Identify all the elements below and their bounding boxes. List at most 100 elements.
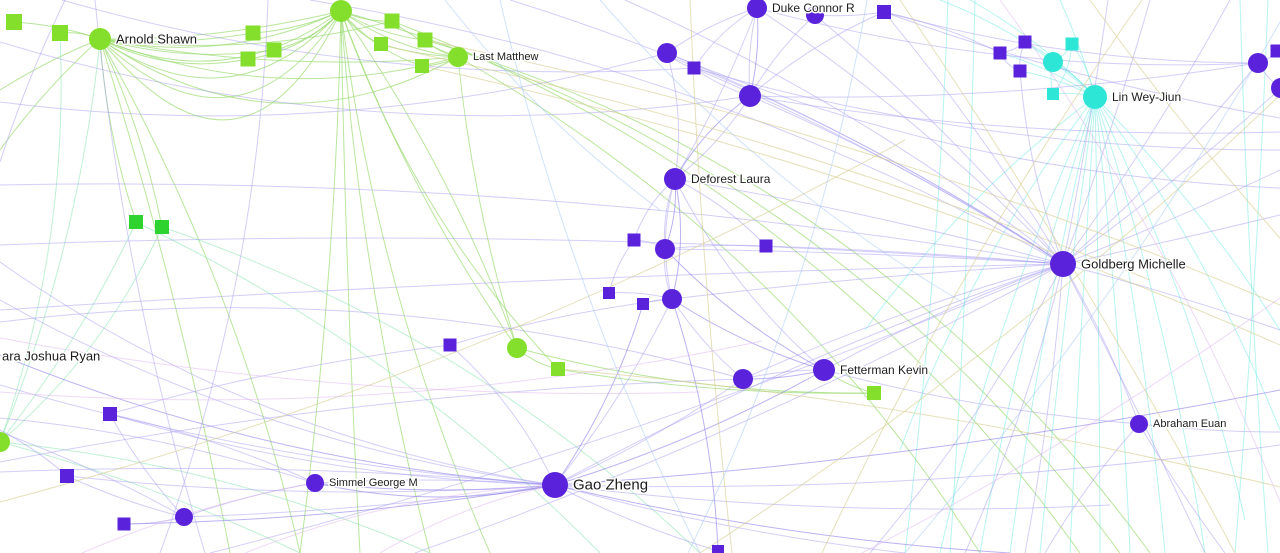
node-label-duke-connor-r: Duke Connor R	[772, 1, 855, 15]
graph-node[interactable]	[175, 508, 193, 526]
graph-edge	[749, 62, 1259, 98]
graph-edge	[1094, 96, 1131, 553]
graph-node[interactable]	[1018, 35, 1032, 49]
graph-edge	[0, 384, 556, 486]
graph-edge	[0, 441, 301, 553]
graph-node[interactable]	[655, 239, 675, 259]
node-lin-wey-jiun[interactable]	[1083, 85, 1107, 109]
graph-edge	[749, 11, 885, 97]
graph-node[interactable]	[155, 220, 169, 234]
graph-edge	[608, 239, 635, 294]
graph-node[interactable]	[733, 369, 753, 389]
graph-node[interactable]	[117, 517, 131, 531]
graph-node[interactable]	[1248, 53, 1268, 73]
node-abraham-euan[interactable]	[1130, 415, 1148, 433]
graph-edge	[0, 38, 101, 91]
graph-edge	[0, 378, 744, 463]
graph-node[interactable]	[637, 298, 649, 310]
graph-node[interactable]	[417, 32, 433, 48]
graph-node[interactable]	[877, 5, 891, 19]
graph-node[interactable]	[657, 43, 677, 63]
graph-node[interactable]	[1043, 52, 1063, 72]
graph-node[interactable]	[627, 233, 641, 247]
graph-node[interactable]	[129, 215, 143, 229]
graph-edge	[340, 10, 431, 553]
graph-edge	[0, 299, 556, 486]
graph-edge	[883, 11, 1280, 119]
graph-node[interactable]	[374, 37, 388, 51]
graph-node[interactable]	[603, 287, 615, 299]
graph-edge	[1044, 423, 1140, 553]
graph-node[interactable]	[1065, 37, 1079, 51]
graph-node[interactable]	[759, 239, 773, 253]
node-simmel-george-m[interactable]	[306, 474, 324, 492]
node-label-arnold-shawn: Arnold Shawn	[116, 32, 197, 47]
graph-edge	[664, 178, 676, 300]
node-deforest-laura[interactable]	[664, 168, 686, 190]
graph-edge	[424, 39, 1151, 553]
graph-edge	[883, 11, 1001, 54]
node-fetterman-kevin[interactable]	[813, 359, 835, 381]
graph-node[interactable]	[245, 25, 261, 41]
graph-node[interactable]	[443, 338, 457, 352]
graph-edge	[457, 56, 981, 553]
graph-edge	[1094, 96, 1166, 553]
graph-node[interactable]	[240, 51, 256, 67]
node-label-deforest-laura: Deforest Laura	[691, 172, 771, 186]
graph-edge	[671, 298, 825, 371]
node-gao-zheng[interactable]	[542, 472, 568, 498]
graph-edge	[1239, 0, 1269, 553]
graph-edge	[861, 297, 1280, 553]
graph-node[interactable]	[662, 289, 682, 309]
graph-node[interactable]	[330, 0, 352, 22]
graph-node[interactable]	[60, 469, 74, 483]
graph-node[interactable]	[103, 407, 117, 421]
graph-edge	[687, 0, 868, 553]
node-label-lin-wey-jiun: Lin Wey-Jiun	[1112, 90, 1181, 104]
graph-node[interactable]	[1271, 78, 1280, 98]
node-arnold-shawn[interactable]	[89, 28, 111, 50]
graph-node[interactable]	[0, 432, 10, 452]
graph-node[interactable]	[1047, 88, 1059, 100]
graph-node[interactable]	[1013, 64, 1027, 78]
graph-edge	[1094, 96, 1280, 331]
graph-edge	[99, 10, 342, 40]
graph-node[interactable]	[415, 59, 429, 73]
graph-node[interactable]	[551, 362, 565, 376]
graph-node[interactable]	[52, 25, 68, 41]
node-last-matthew[interactable]	[448, 47, 468, 67]
graph-edge	[979, 96, 1096, 553]
node-label-fetterman-kevin: Fetterman Kevin	[840, 363, 928, 377]
graph-node[interactable]	[993, 46, 1007, 60]
node-duke-connor-r[interactable]	[747, 0, 767, 18]
node-label-abraham-euan: Abraham Euan	[1153, 418, 1226, 430]
graph-edge	[0, 139, 906, 503]
graph-node[interactable]	[739, 85, 761, 107]
graph-node[interactable]	[806, 6, 824, 24]
graph-node[interactable]	[1270, 44, 1280, 58]
graph-node[interactable]	[507, 338, 527, 358]
graph-node[interactable]	[712, 545, 724, 553]
graph-edge	[904, 0, 949, 553]
graph-edge	[61, 0, 695, 73]
graph-edge	[671, 178, 682, 300]
graph-edge	[340, 10, 361, 553]
graph-edge	[814, 14, 1064, 265]
graph-edge	[699, 94, 1280, 553]
node-label-last-matthew: Last Matthew	[473, 51, 538, 63]
graph-node[interactable]	[867, 386, 881, 400]
graph-node[interactable]	[6, 14, 22, 30]
graph-edge	[0, 431, 185, 518]
graph-node[interactable]	[687, 61, 701, 75]
graph-edge	[247, 10, 342, 60]
graph-node[interactable]	[266, 42, 282, 58]
graph-node[interactable]	[384, 13, 400, 29]
node-goldberg-michelle[interactable]	[1050, 251, 1076, 277]
graph-edge	[340, 10, 518, 349]
graph-edge	[554, 298, 673, 486]
graph-edge	[424, 39, 1280, 306]
